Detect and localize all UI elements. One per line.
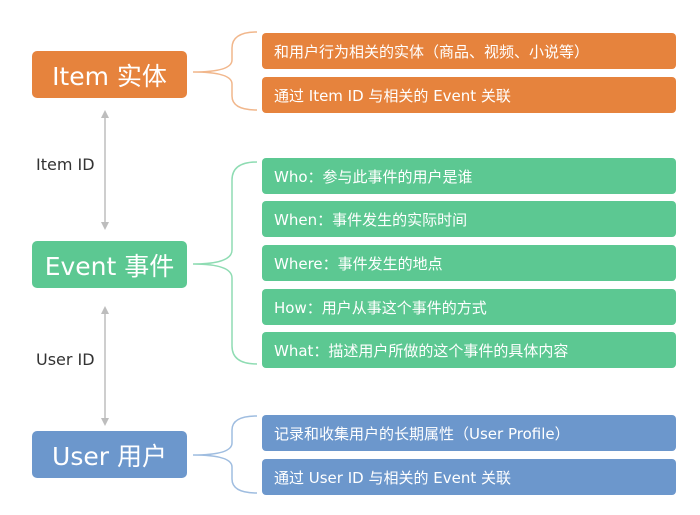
user-id-link-label: User ID — [36, 350, 95, 369]
event-detail-box: What：描述用户所做的这个事件的具体内容 — [262, 332, 676, 368]
event-label: Event 事件 — [44, 251, 175, 281]
item-brace — [192, 31, 258, 111]
user-node: User 用户 — [32, 431, 187, 478]
event-brace — [192, 161, 258, 365]
user-detail-box: 记录和收集用户的长期属性（User Profile） — [262, 415, 676, 451]
event-detail-box: Who：参与此事件的用户是谁 — [262, 158, 676, 194]
event-detail-box: Where：事件发生的地点 — [262, 245, 676, 281]
event-user-arrow — [101, 306, 109, 426]
event-node: Event 事件 — [32, 241, 187, 288]
user-label: User 用户 — [52, 441, 167, 471]
event-detail-box: How：用户从事这个事件的方式 — [262, 289, 676, 325]
item-entity-node: Item 实体 — [32, 51, 187, 98]
user-brace — [192, 415, 258, 494]
item-detail-box: 和用户行为相关的实体（商品、视频、小说等） — [262, 33, 676, 69]
user-detail-box: 通过 User ID 与相关的 Event 关联 — [262, 459, 676, 495]
item-event-arrow — [101, 110, 109, 230]
event-detail-box: When：事件发生的实际时间 — [262, 201, 676, 237]
item-entity-label: Item 实体 — [52, 61, 167, 91]
item-id-link-label: Item ID — [36, 155, 95, 174]
item-detail-box: 通过 Item ID 与相关的 Event 关联 — [262, 77, 676, 113]
